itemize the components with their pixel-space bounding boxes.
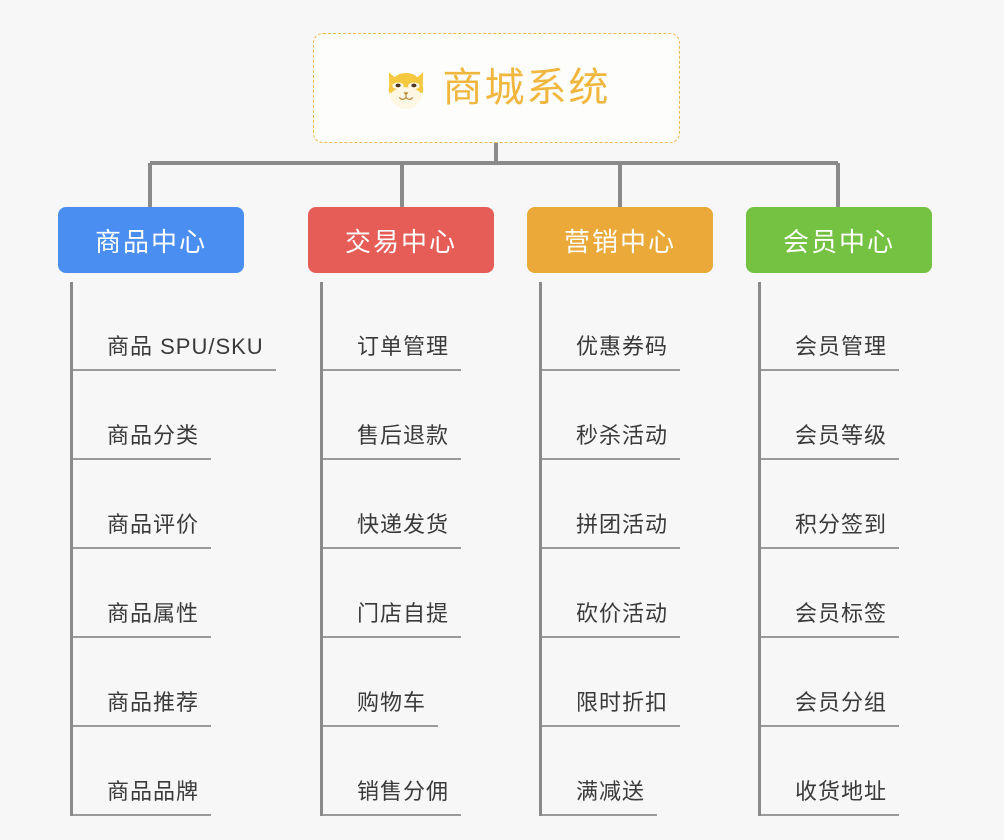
leaf-list-product: 商品 SPU/SKU 商品分类 商品评价 商品属性 商品推荐 商品品牌 [70, 282, 306, 816]
leaf-label: 商品评价 [105, 507, 212, 549]
list-item[interactable]: 门店自提 [323, 549, 556, 638]
list-item[interactable]: 商品分类 [73, 371, 306, 460]
leaf-label: 售后退款 [355, 418, 462, 460]
leaf-label: 订单管理 [355, 329, 462, 371]
list-item[interactable]: 砍价活动 [542, 549, 775, 638]
list-item[interactable]: 商品推荐 [73, 638, 306, 727]
branch-header-product[interactable]: 商品中心 [58, 207, 244, 273]
dog-face-icon [388, 72, 423, 109]
leaf-label: 门店自提 [355, 596, 462, 638]
branch-header-label: 交易中心 [344, 226, 457, 257]
branch-header-label: 会员中心 [782, 226, 895, 257]
branch-header-trade[interactable]: 交易中心 [308, 207, 494, 273]
leaf-label: 商品品牌 [105, 774, 212, 816]
list-item[interactable]: 会员分组 [761, 638, 994, 727]
list-item[interactable]: 积分签到 [761, 460, 994, 549]
list-item[interactable]: 会员等级 [761, 371, 994, 460]
list-item[interactable]: 销售分佣 [323, 727, 556, 816]
list-item[interactable]: 商品评价 [73, 460, 306, 549]
leaf-list-member: 会员管理 会员等级 积分签到 会员标签 会员分组 收货地址 [758, 282, 994, 816]
list-item[interactable]: 购物车 [323, 638, 556, 727]
leaf-label: 购物车 [355, 685, 439, 727]
list-item[interactable]: 优惠券码 [542, 282, 775, 371]
leaf-label: 砍价活动 [574, 596, 681, 638]
branch-header-marketing[interactable]: 营销中心 [527, 207, 713, 273]
leaf-label: 积分签到 [793, 507, 900, 549]
leaf-label: 商品推荐 [105, 685, 212, 727]
leaf-label: 满减送 [574, 774, 658, 816]
leaf-label: 会员分组 [793, 685, 900, 727]
list-item[interactable]: 会员标签 [761, 549, 994, 638]
branch-header-member[interactable]: 会员中心 [746, 207, 932, 273]
leaf-label: 优惠券码 [574, 329, 681, 371]
branch-column-product: 商品中心 商品 SPU/SKU 商品分类 商品评价 商品属性 商品推荐 商品品牌 [58, 207, 306, 832]
list-item[interactable]: 满减送 [542, 727, 775, 816]
branch-column-marketing: 营销中心 优惠券码 秒杀活动 拼团活动 砍价活动 限时折扣 满减送 [527, 207, 775, 832]
list-item[interactable]: 商品 SPU/SKU [73, 282, 306, 371]
list-item[interactable]: 会员管理 [761, 282, 994, 371]
page-title: 商城系统 [442, 66, 611, 110]
leaf-label: 销售分佣 [355, 774, 462, 816]
leaf-label: 商品分类 [105, 418, 212, 460]
leaf-label: 会员标签 [793, 596, 900, 638]
leaf-label: 拼团活动 [574, 507, 681, 549]
leaf-label: 限时折扣 [574, 685, 681, 727]
leaf-label: 会员等级 [793, 418, 900, 460]
leaf-label: 收货地址 [793, 774, 900, 816]
list-item[interactable]: 拼团活动 [542, 460, 775, 549]
leaf-label: 会员管理 [793, 329, 900, 371]
leaf-label: 快递发货 [355, 507, 462, 549]
list-item[interactable]: 限时折扣 [542, 638, 775, 727]
leaf-label: 商品 SPU/SKU [105, 329, 276, 371]
branch-header-label: 商品中心 [94, 226, 207, 257]
root-node[interactable]: 商城系统 [313, 33, 680, 143]
list-item[interactable]: 售后退款 [323, 371, 556, 460]
branch-header-label: 营销中心 [563, 226, 676, 257]
list-item[interactable]: 快递发货 [323, 460, 556, 549]
list-item[interactable]: 收货地址 [761, 727, 994, 816]
leaf-list-marketing: 优惠券码 秒杀活动 拼团活动 砍价活动 限时折扣 满减送 [539, 282, 775, 816]
list-item[interactable]: 商品属性 [73, 549, 306, 638]
leaf-label: 秒杀活动 [574, 418, 681, 460]
branch-column-member: 会员中心 会员管理 会员等级 积分签到 会员标签 会员分组 收货地址 [746, 207, 994, 832]
list-item[interactable]: 商品品牌 [73, 727, 306, 816]
list-item[interactable]: 订单管理 [323, 282, 556, 371]
list-item[interactable]: 秒杀活动 [542, 371, 775, 460]
branch-column-trade: 交易中心 订单管理 售后退款 快递发货 门店自提 购物车 销售分佣 [308, 207, 556, 832]
leaf-list-trade: 订单管理 售后退款 快递发货 门店自提 购物车 销售分佣 [320, 282, 556, 816]
leaf-label: 商品属性 [105, 596, 212, 638]
